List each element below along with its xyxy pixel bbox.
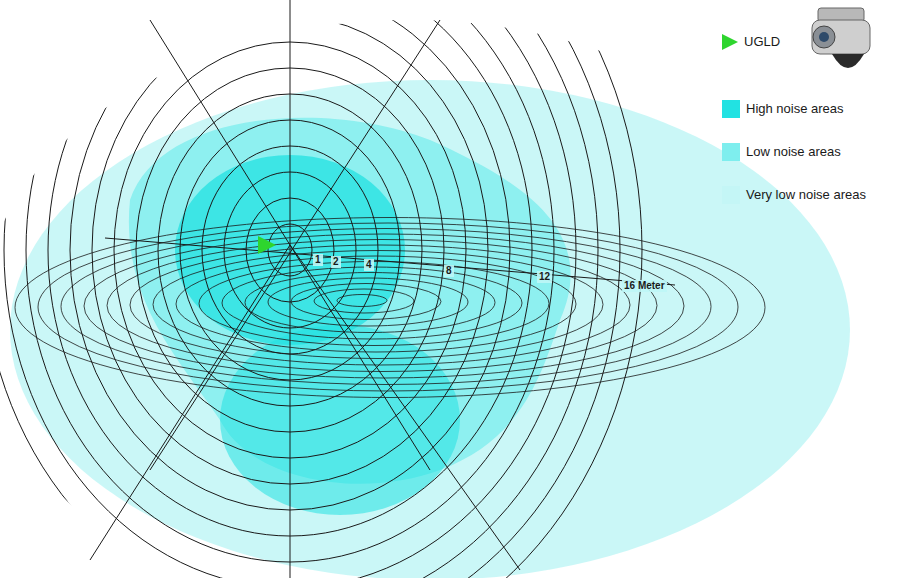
legend-text: UGLD (744, 33, 780, 51)
legend-swatch (722, 100, 740, 118)
legend-text: High noise areas (746, 100, 844, 118)
vertical-rings (0, 0, 642, 578)
legend-swatch (722, 143, 740, 161)
legend-text: Very low noise areas (746, 186, 866, 204)
detector-icon (812, 8, 870, 68)
axis-distance: 8 (444, 265, 454, 277)
axis-distance: 16 Meter (622, 280, 667, 292)
detector-marker (258, 236, 276, 254)
axis-distance: 4 (364, 259, 374, 271)
legend-swatch (722, 186, 740, 204)
axis-distance: 12 (537, 271, 552, 283)
axis-distance: 2 (331, 256, 341, 268)
legend-marker (722, 34, 738, 50)
legend-text: Low noise areas (746, 143, 841, 161)
horizontal-disc (15, 218, 765, 398)
axis-distance: 1 (313, 254, 323, 266)
radial-lines (90, 0, 675, 578)
